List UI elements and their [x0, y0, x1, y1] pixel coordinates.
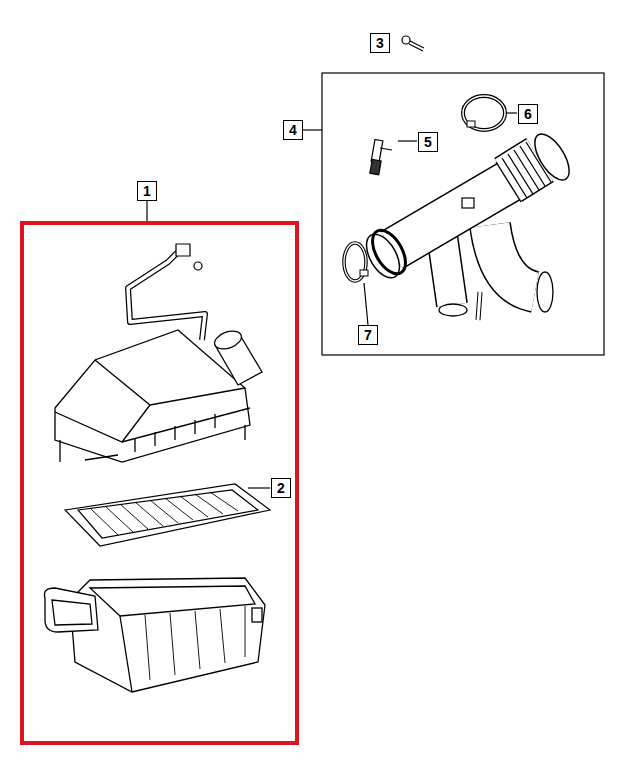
- callout-box: 4: [283, 120, 303, 140]
- air-cleaner-lid: [55, 328, 262, 462]
- hose-clamp: [344, 243, 368, 281]
- callout-box: 5: [418, 132, 438, 152]
- callout-number: 7: [364, 328, 372, 342]
- callout-box: 6: [518, 104, 538, 124]
- intake-hose: [360, 129, 576, 320]
- callout-box: 7: [358, 325, 378, 345]
- sensor: [370, 139, 392, 174]
- assembly-frame: [22, 223, 297, 743]
- callout-number: 6: [524, 107, 532, 121]
- bolt: [402, 36, 424, 51]
- callout-number: 4: [289, 123, 297, 137]
- breather-hose: [128, 244, 205, 340]
- air-cleaner-base: [44, 578, 265, 692]
- air-filter: [65, 484, 270, 546]
- callout-box: 1: [137, 181, 157, 201]
- callout-box: 2: [271, 478, 291, 498]
- callout-number: 5: [424, 135, 432, 149]
- callout-number: 2: [277, 481, 285, 495]
- hose-clamp: [463, 96, 505, 130]
- callout-number: 1: [143, 184, 151, 198]
- callout-box: 3: [370, 33, 390, 53]
- group-frame: [322, 73, 604, 355]
- callout-number: 3: [376, 36, 384, 50]
